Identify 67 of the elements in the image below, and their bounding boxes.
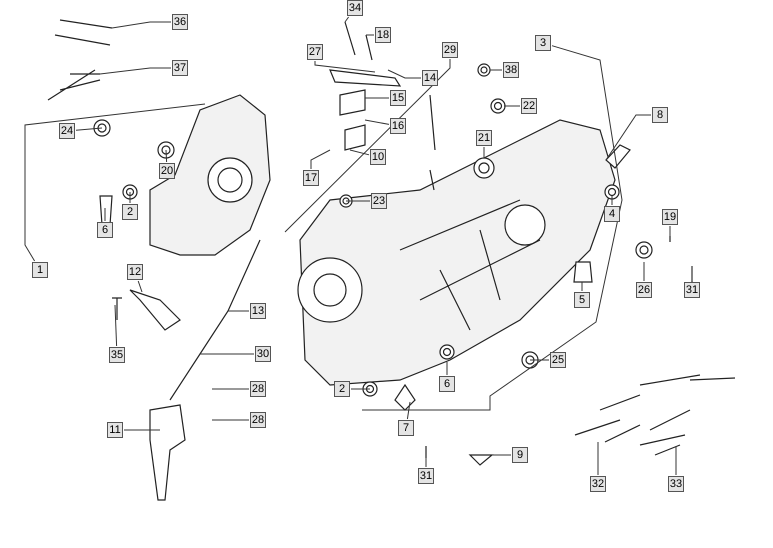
callout-number: 7 [398, 420, 414, 436]
callout-number: 3 [535, 35, 551, 51]
callout-number: 17 [303, 170, 319, 186]
callout-number: 26 [636, 282, 652, 298]
leader-line [492, 454, 512, 456]
callout-number: 4 [604, 206, 620, 222]
callout-number: 20 [159, 163, 175, 179]
leader-line [310, 150, 330, 170]
callout-number: 37 [172, 60, 188, 76]
callout-number: 8 [652, 107, 668, 123]
callout-number: 30 [255, 346, 271, 362]
leader-line [314, 60, 376, 72]
callout-number: 27 [307, 44, 323, 60]
callout-number: 38 [503, 62, 519, 78]
callout-number: 12 [127, 264, 143, 280]
leader-line [24, 104, 206, 262]
callout-number: 10 [370, 149, 386, 165]
leader-line [76, 128, 102, 131]
callout-number: 16 [390, 118, 406, 134]
callout-number: 23 [371, 193, 387, 209]
callout-number: 19 [662, 209, 678, 225]
leader-line [446, 362, 448, 376]
leader-line [362, 45, 622, 410]
leader-line [350, 388, 370, 390]
callout-number: 21 [476, 130, 492, 146]
callout-number: 31 [684, 282, 700, 298]
callout-number: 15 [390, 90, 406, 106]
leader-line [406, 402, 410, 420]
callout-number: 32 [590, 476, 606, 492]
leader-line [388, 70, 422, 78]
leader-line [346, 200, 370, 202]
callout-number: 6 [439, 376, 455, 392]
leader-line [606, 114, 652, 160]
leader-line [228, 310, 250, 312]
callout-number: 5 [574, 292, 590, 308]
callout-number: 18 [375, 27, 391, 43]
callout-number: 28 [250, 412, 266, 428]
callout-number: 35 [109, 347, 125, 363]
leader-line [104, 208, 106, 222]
callout-number: 2 [122, 204, 138, 220]
leader-line [112, 22, 172, 28]
callout-number: 29 [442, 42, 458, 58]
callout-number: 13 [250, 303, 266, 319]
leader-line [114, 304, 118, 346]
leader-line [138, 280, 142, 292]
callout-number: 22 [521, 98, 537, 114]
callout-number: 31 [418, 468, 434, 484]
leader-line [366, 34, 374, 36]
callout-number: 34 [347, 0, 363, 16]
leader-line [284, 58, 450, 232]
callout-number: 24 [59, 123, 75, 139]
callout-number: 9 [512, 447, 528, 463]
leader-line [364, 120, 390, 125]
callout-number: 6 [97, 222, 113, 238]
callout-number: 11 [107, 422, 123, 438]
leader-line [212, 388, 250, 390]
callout-number: 1 [32, 262, 48, 278]
leader-line [344, 16, 350, 22]
leader-line [350, 150, 370, 156]
leader-line [100, 68, 172, 74]
callout-number: 28 [250, 381, 266, 397]
callout-number: 36 [172, 14, 188, 30]
callout-number: 14 [422, 70, 438, 86]
callout-number: 25 [550, 352, 566, 368]
callout-number: 2 [334, 381, 350, 397]
leader-line [166, 150, 168, 162]
callout-number: 33 [668, 476, 684, 492]
